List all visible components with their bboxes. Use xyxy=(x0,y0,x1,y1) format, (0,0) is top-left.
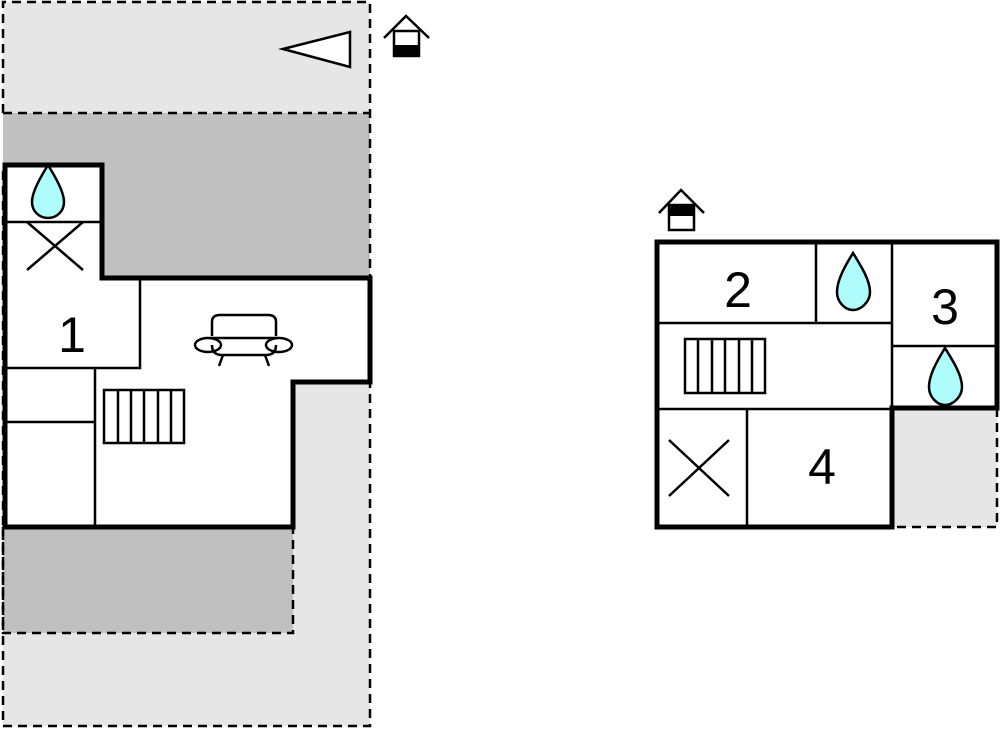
stairs-icon xyxy=(102,388,186,445)
north-arrow-icon xyxy=(278,30,352,69)
bathroom-icon-3 xyxy=(927,345,964,407)
terrace-top xyxy=(3,2,370,113)
floor-level-ground-icon xyxy=(383,14,430,58)
bathroom-icon xyxy=(30,162,66,220)
room-label-2: 2 xyxy=(724,262,752,318)
floor-level-upper-icon xyxy=(658,188,705,232)
room-label-1: 1 xyxy=(58,307,86,363)
room-label-3: 3 xyxy=(931,279,959,335)
bathroom-icon-2 xyxy=(835,250,872,312)
left-building: 1 xyxy=(2,162,373,530)
right-building: 2 3 4 xyxy=(654,239,1000,530)
stairs-icon-2 xyxy=(683,337,767,395)
room-label-4: 4 xyxy=(808,439,836,495)
kitchen-icon xyxy=(26,221,84,271)
left-outdoor-areas xyxy=(1,0,372,728)
terrace-right-building xyxy=(892,408,997,527)
sofa-icon xyxy=(193,313,294,367)
kitchen-icon-2 xyxy=(668,439,730,497)
terrace-dark-bottom xyxy=(3,527,293,633)
